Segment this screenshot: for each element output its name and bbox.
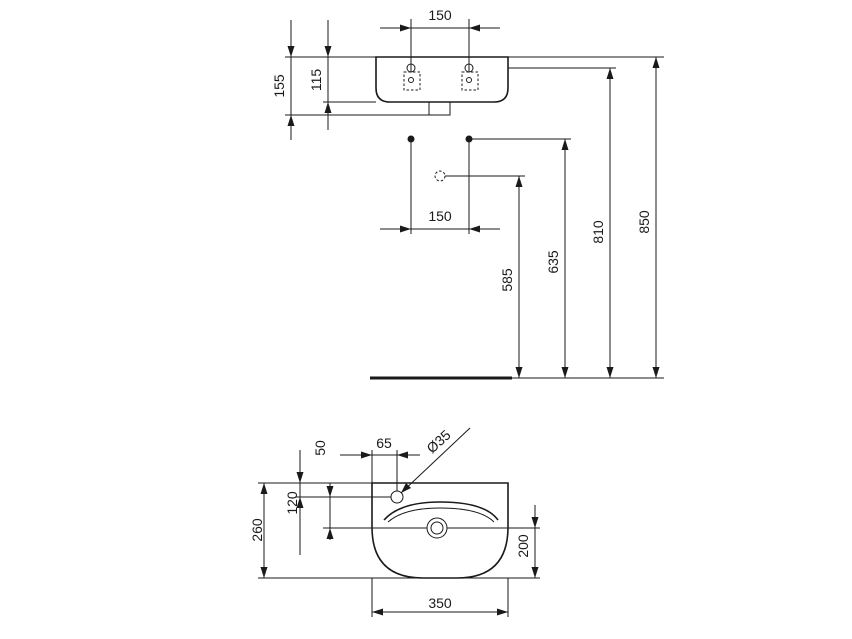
label-150-top: 150 [428,7,452,23]
bracket-left-hidden [403,71,421,91]
bracket-right-hidden [461,71,479,91]
label-635: 635 [545,250,561,274]
dim-top-tap-spacing: 150 [380,7,500,32]
waste-hole-outer [426,517,448,539]
bowl-edge [383,501,499,521]
label-350: 350 [428,595,452,611]
dim-supply-height: 635 [545,139,569,378]
label-260: 260 [249,518,265,542]
label-200: 200 [515,534,531,558]
dim-basin-height-overall: 155 [271,20,295,140]
basin-plan-outline [371,482,509,579]
dim-tap-hole-from-wall: 50 [296,440,328,555]
dim-bowl-depth: 200 [515,505,539,578]
basin-front-outline [375,56,509,103]
dim-basin-height-body: 115 [308,20,332,130]
supply-point [434,170,446,182]
dim-tap-hole-depth: 120 [284,483,334,540]
label-65: 65 [376,435,392,451]
plan-view: 65 Ø35 50 120 260 [249,426,540,617]
label-120: 120 [284,491,300,515]
dim-tap-hole-offset: 65 [340,435,420,459]
label-150-wall: 150 [428,208,452,224]
dim-rim-height: 850 [636,57,660,378]
wall-layout: 150 585 635 810 [370,57,664,380]
dim-basin-width: 350 [372,595,508,616]
dim-waste-height: 585 [499,176,523,378]
label-585: 585 [499,268,515,292]
label-850: 850 [636,210,652,234]
label-50: 50 [312,440,328,456]
label-810: 810 [590,220,606,244]
label-115: 115 [308,69,324,92]
dim-fixing-height: 810 [590,68,614,378]
waste-outlet [428,101,451,116]
waste-hole-inner [430,521,444,535]
label-155: 155 [271,74,287,98]
label-diameter-35: Ø35 [423,426,454,456]
dim-fixing-spacing: 150 [380,208,500,233]
front-elevation: 150 155 115 [271,7,664,140]
dim-basin-projection: 260 [249,483,268,578]
